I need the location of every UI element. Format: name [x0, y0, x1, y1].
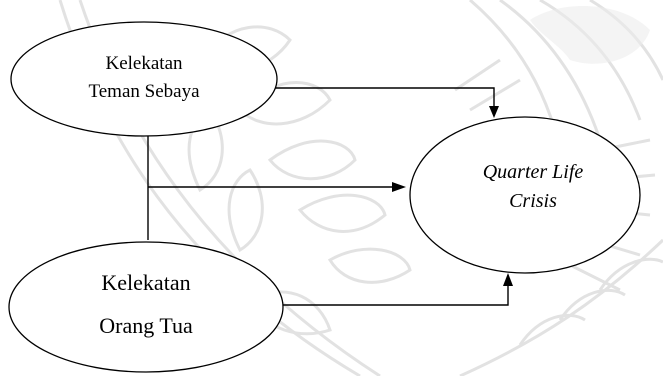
- watermark-sunburst: [454, 0, 663, 292]
- node-parent: Kelekatan Orang Tua: [8, 241, 284, 373]
- node-peer-label-2: Teman Sebaya: [88, 81, 200, 102]
- node-parent-label-2: Orang Tua: [99, 313, 193, 338]
- node-qlc: Quarter Life Crisis: [409, 116, 641, 274]
- edges: [147, 87, 513, 306]
- node-peer: Kelekatan Teman Sebaya: [10, 21, 278, 137]
- node-qlc-label-1: Quarter Life: [483, 161, 584, 183]
- node-peer-label-1: Kelekatan: [105, 53, 183, 74]
- node-qlc-shape: [409, 116, 641, 274]
- arrowhead-peer-to-qlc: [489, 106, 499, 118]
- edge-parent-to-qlc: [281, 284, 509, 306]
- edge-peer-to-qlc: [275, 87, 495, 108]
- node-peer-shape: [10, 21, 278, 137]
- arrowhead-parent-to-qlc: [503, 273, 513, 286]
- node-parent-label-1: Kelekatan: [101, 270, 190, 295]
- arrowhead-joint-to-qlc: [392, 182, 406, 192]
- watermark-right-wreath: [459, 238, 663, 376]
- node-parent-shape: [8, 241, 284, 373]
- node-qlc-label-2: Crisis: [509, 190, 557, 212]
